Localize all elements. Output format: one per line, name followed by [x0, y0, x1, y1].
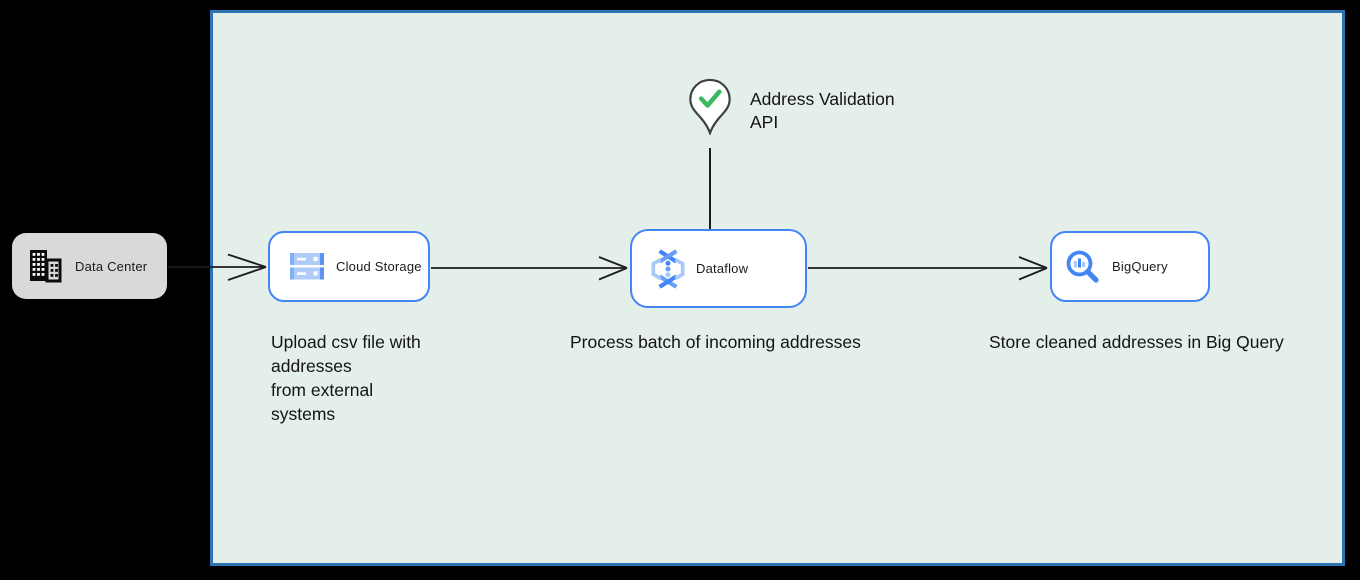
caption-upload-csv: Upload csv file with addresses from exte…: [271, 332, 421, 424]
caption-store-bigquery: Store cleaned addresses in Big Query: [989, 332, 1284, 352]
node-cloud-storage[interactable]: Cloud Storage: [268, 231, 430, 302]
cloud-storage-icon: [290, 253, 324, 280]
bigquery-icon: [1066, 250, 1099, 283]
address-validation-api-label: Address Validation API: [750, 89, 895, 132]
node-bigquery[interactable]: BigQuery: [1050, 231, 1210, 302]
checkmark-icon: [698, 89, 722, 108]
node-label: Data Center: [75, 258, 148, 274]
map-pin-icon: [689, 78, 731, 135]
node-label: BigQuery: [1112, 259, 1168, 274]
node-label: Dataflow: [696, 261, 749, 276]
dataflow-icon: [651, 248, 685, 289]
caption-process-batch: Process batch of incoming addresses: [570, 332, 861, 352]
node-data-center[interactable]: Data Center: [12, 233, 167, 299]
building-icon: [30, 250, 62, 283]
node-label: Cloud Storage: [336, 259, 422, 274]
node-dataflow[interactable]: Dataflow: [630, 229, 807, 308]
